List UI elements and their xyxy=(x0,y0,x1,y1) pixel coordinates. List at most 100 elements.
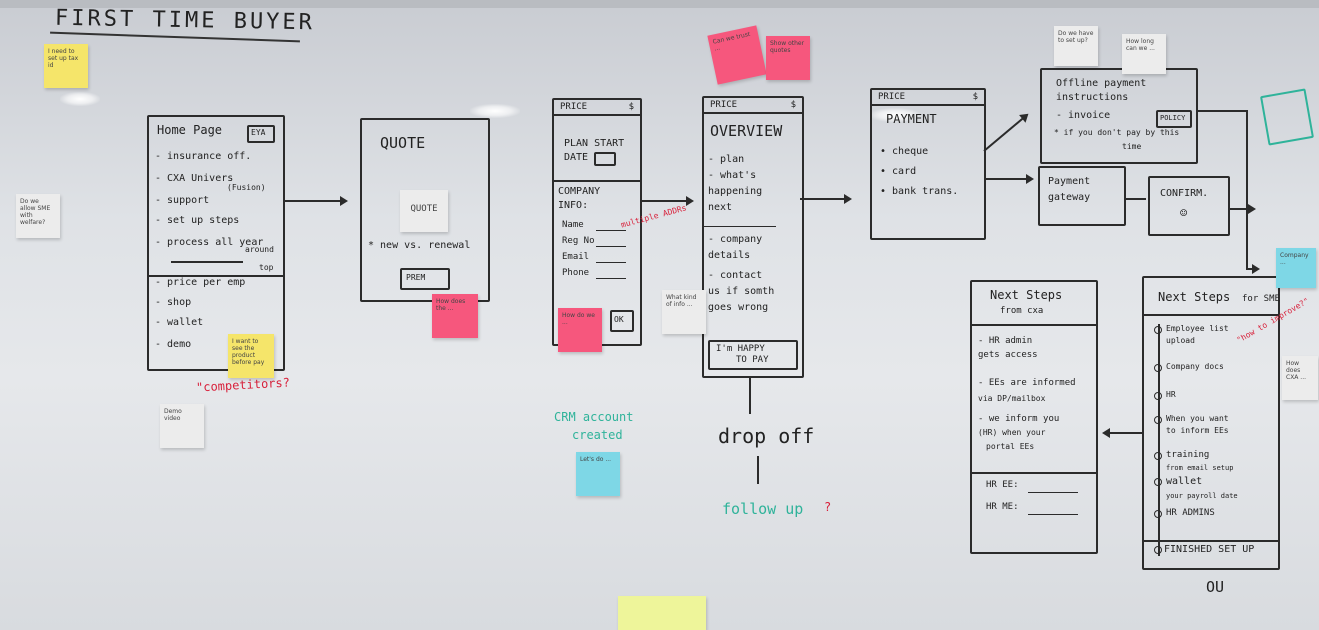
confirm-screen: CONFIRM. ☺ xyxy=(1148,176,1230,236)
homepage-note: top xyxy=(259,263,274,272)
cxa-item: - we inform you xyxy=(978,414,1060,424)
dollar-icon: $ xyxy=(628,102,634,112)
sme-item: Company docs xyxy=(1166,362,1224,371)
cxa-item: gets access xyxy=(978,350,1038,360)
homepage-item: - shop xyxy=(155,297,192,308)
payment-heading: PAYMENT xyxy=(886,112,937,126)
divider xyxy=(972,472,1096,474)
homepage-item: - support xyxy=(155,195,210,206)
price-bar: PRICE$ xyxy=(872,90,984,106)
sticky-note: How do we ... xyxy=(558,308,602,352)
overview-item: - plan xyxy=(708,154,745,165)
price-bar: PRICE $ xyxy=(554,100,640,116)
sticky-note: Can we trust ... xyxy=(707,25,767,85)
homepage-item: - process all year xyxy=(155,237,264,248)
board-title: FIRST TIME BUYER xyxy=(54,5,316,36)
envelope-icon xyxy=(1260,88,1314,146)
field-regno: Reg No xyxy=(562,236,595,246)
gateway-line: Payment xyxy=(1048,176,1091,187)
field-line xyxy=(596,262,626,263)
drop-off-label: drop off xyxy=(718,424,815,448)
board-frame xyxy=(0,0,1319,8)
flow-arrow xyxy=(800,194,852,204)
quote-screen: QUOTE QUOTE * new vs. renewal PREM xyxy=(360,118,490,302)
offline-line: time xyxy=(1122,142,1142,151)
field-line xyxy=(596,246,626,247)
hr-me-field: HR ME: xyxy=(986,502,1019,512)
timeline-line xyxy=(1158,324,1160,556)
sticky-note: Company ... xyxy=(1276,248,1316,288)
overview-item: us if somth xyxy=(708,286,775,297)
flow-arrow xyxy=(1248,264,1260,274)
overview-item: goes wrong xyxy=(708,302,769,313)
date-label: DATE xyxy=(564,152,589,163)
dollar-icon: $ xyxy=(790,100,796,110)
flow-arrow xyxy=(984,174,1034,184)
smiley-icon: ☺ xyxy=(1180,206,1188,220)
flow-arrow xyxy=(640,196,694,206)
overview-screen: PRICE$ OVERVIEW - plan - what's happenin… xyxy=(702,96,804,378)
sme-item: from email setup xyxy=(1166,464,1234,472)
sme-item: HR ADMINS xyxy=(1166,508,1215,518)
overview-heading: OVERVIEW xyxy=(710,122,783,140)
happy-to-pay-label: TO PAY xyxy=(736,355,769,365)
payment-option: • card xyxy=(880,166,917,177)
next-steps-cxa-heading: Next Steps xyxy=(990,288,1063,302)
flow-line xyxy=(757,456,759,484)
sme-item: training xyxy=(1166,450,1210,460)
cxa-item: portal EEs xyxy=(986,442,1035,451)
sticky-note: How does CXA ... xyxy=(1282,356,1318,400)
overview-item: happening xyxy=(708,186,763,197)
sticky-note: Do we allow SME with welfare? xyxy=(16,194,60,238)
offline-line: * if you don't pay by this xyxy=(1054,128,1180,137)
flow-arrow xyxy=(1228,204,1256,214)
sme-item: HR xyxy=(1166,390,1176,399)
confirm-label: CONFIRM. xyxy=(1160,188,1209,199)
crm-note-line1: CRM account xyxy=(554,410,634,424)
light-reflection xyxy=(470,104,520,118)
overview-item: - company xyxy=(708,234,763,245)
ok-button-label: OK xyxy=(614,315,624,324)
next-steps-sme-suffix: for SME xyxy=(1242,294,1280,304)
sme-item: When you want xyxy=(1166,414,1229,423)
homepage-item: - demo xyxy=(155,339,192,350)
homepage-item: - insurance off. xyxy=(155,151,252,162)
price-label: PRICE xyxy=(560,102,588,112)
quote-inner-card: QUOTE xyxy=(400,190,448,232)
divider xyxy=(554,180,640,182)
homepage-note: (Fusion) xyxy=(227,183,266,192)
flow-line xyxy=(1196,110,1246,112)
quote-heading: QUOTE xyxy=(380,134,426,152)
flow-line xyxy=(749,378,751,414)
field-name: Name xyxy=(562,220,584,230)
happy-to-pay-button: I'm HAPPY TO PAY xyxy=(708,340,798,370)
offline-line: instructions xyxy=(1056,92,1129,103)
timeline-dot xyxy=(1154,326,1162,334)
sticky-note: I need to set up tax id xyxy=(44,44,88,88)
sme-item: to inform EEs xyxy=(1166,426,1229,435)
field-email: Email xyxy=(562,252,590,262)
payment-screen: PRICE$ PAYMENT • cheque • card • bank tr… xyxy=(870,88,986,240)
smiley-face-icon: OU xyxy=(1206,578,1225,596)
quote-button: PREM xyxy=(400,268,450,290)
sme-item: wallet xyxy=(1166,476,1203,487)
overview-item: - contact xyxy=(708,270,763,281)
finished-setup: FINISHED SET UP xyxy=(1164,544,1255,555)
sticky-note-pad xyxy=(618,596,706,630)
timeline-dot xyxy=(1154,510,1162,518)
info-label: INFO: xyxy=(558,200,589,211)
homepage-screen: Home Page EYA - insurance off. - CXA Uni… xyxy=(147,115,285,371)
overview-item: next xyxy=(708,202,733,213)
sticky-note: Demo video xyxy=(160,404,204,448)
flow-arrow xyxy=(983,114,1028,152)
offline-payment-screen: Offline payment instructions - invoice *… xyxy=(1040,68,1198,164)
policy-tag: POLICY xyxy=(1156,110,1192,128)
payment-gateway-screen: Payment gateway xyxy=(1038,166,1126,226)
price-label: PRICE xyxy=(878,92,906,102)
happy-to-pay-label: I'm HAPPY xyxy=(716,344,765,354)
overview-item: - what's xyxy=(708,170,757,181)
sticky-note: Show other quotes xyxy=(766,36,810,80)
next-steps-sme-heading: Next Steps xyxy=(1158,290,1231,304)
ok-button: OK xyxy=(610,310,634,332)
